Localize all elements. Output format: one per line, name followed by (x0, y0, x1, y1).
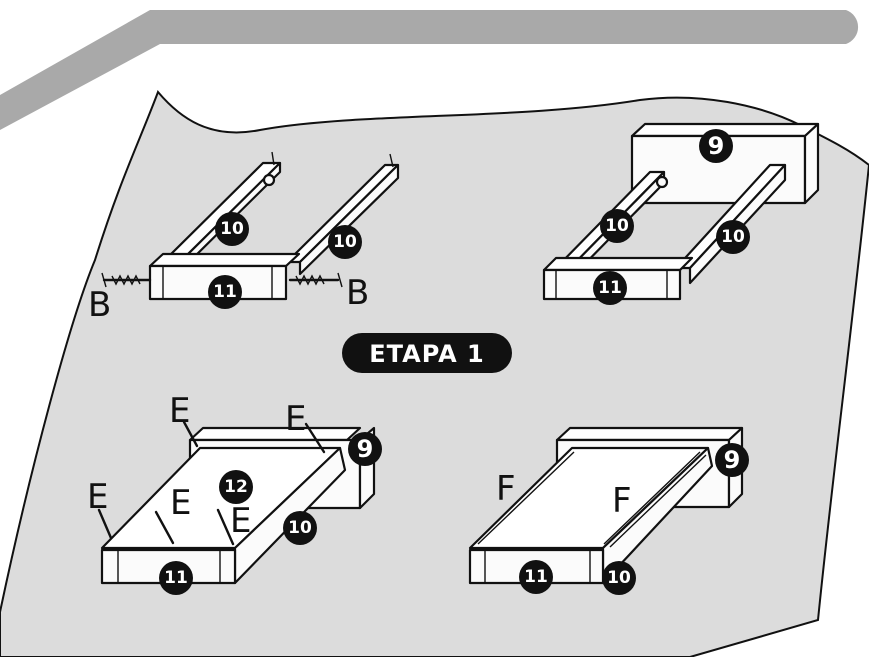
svg-text:11: 11 (164, 568, 188, 588)
step-title: ETAPA 1 (369, 340, 485, 368)
svg-text:10: 10 (607, 568, 631, 588)
svg-text:9: 9 (724, 446, 741, 474)
part-badge-9: 9 (348, 432, 382, 466)
part-badge-11: 11 (519, 560, 553, 594)
part-badge-10: 10 (283, 511, 317, 545)
part-badge-12: 12 (219, 470, 253, 504)
part-badge-11: 11 (159, 561, 193, 595)
part-badge-11: 11 (593, 271, 627, 305)
svg-text:9: 9 (708, 132, 725, 160)
svg-text:10: 10 (605, 216, 629, 236)
rail-label-right: F (612, 481, 632, 521)
svg-text:10: 10 (220, 219, 244, 239)
svg-text:10: 10 (333, 232, 357, 252)
svg-text:11: 11 (213, 282, 237, 302)
step-badge (342, 333, 512, 373)
staple-label-top-right: E (285, 399, 306, 439)
svg-text:12: 12 (224, 477, 248, 497)
svg-text:11: 11 (598, 278, 622, 298)
svg-text:11: 11 (524, 567, 548, 587)
part-badge-9: 9 (715, 443, 749, 477)
part-badge-10: 10 (328, 225, 362, 259)
header-band (0, 10, 859, 130)
part-badge-10: 10 (215, 212, 249, 246)
part-badge-10: 10 (600, 209, 634, 243)
figure-platform-staples (97, 420, 376, 585)
part-badge-11: 11 (208, 275, 242, 309)
svg-text:10: 10 (721, 227, 745, 247)
staple-label-center-right: E (230, 501, 251, 541)
screw-label-left: B (88, 285, 111, 325)
staple-label-top: E (169, 391, 190, 431)
screw-label-right: B (346, 273, 369, 313)
part-badge-9: 9 (699, 129, 733, 163)
staple-label-center: E (170, 483, 191, 523)
part-badge-10: 10 (602, 561, 636, 595)
figure-platform-rails (468, 426, 744, 585)
svg-text:10: 10 (288, 518, 312, 538)
part-badge-10: 10 (716, 220, 750, 254)
staple-label-left: E (87, 477, 108, 517)
svg-text:9: 9 (357, 435, 374, 463)
rail-label-left: F (496, 469, 516, 509)
